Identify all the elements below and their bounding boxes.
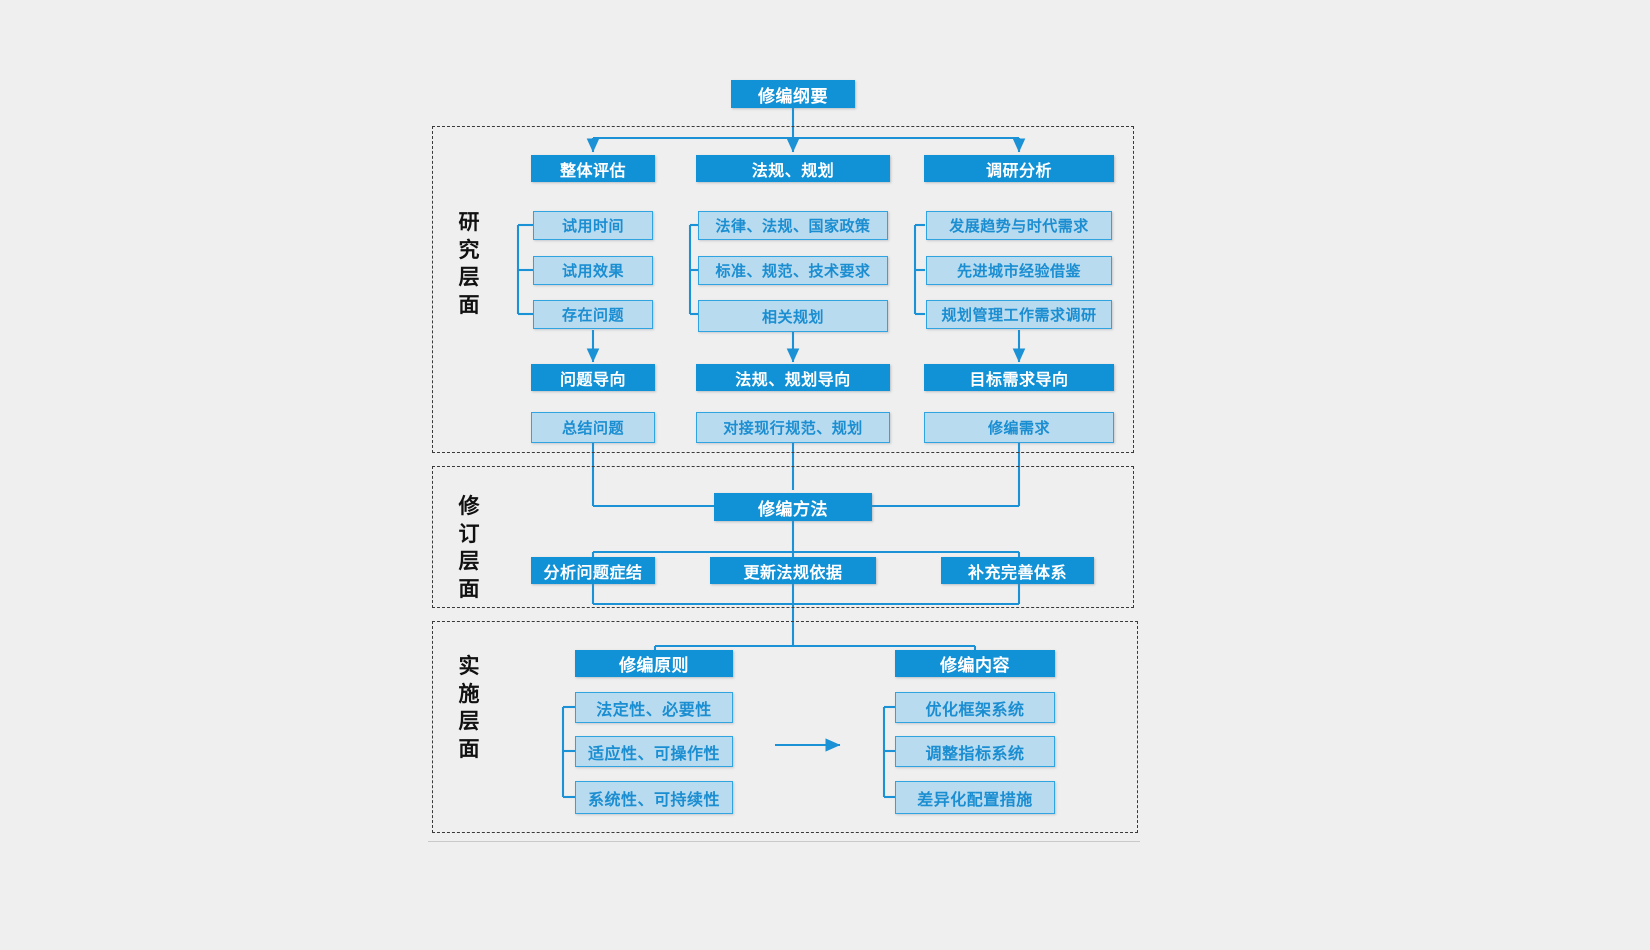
section-label-revision: 修订层面: [458, 494, 480, 602]
node-title-revision-outline[interactable]: 修编纲要: [731, 80, 855, 108]
section-label-research: 研究层面: [458, 210, 480, 318]
node-research-c1-outcome[interactable]: 总结问题: [531, 412, 655, 443]
node-principle-item-2[interactable]: 系统性、可持续性: [575, 781, 733, 814]
section-revision: [432, 466, 1134, 608]
node-header-overall-assessment[interactable]: 整体评估: [531, 155, 655, 182]
node-content-item-1[interactable]: 调整指标系统: [895, 736, 1055, 767]
bottom-divider: [428, 841, 1140, 842]
node-research-c3-item-2[interactable]: 规划管理工作需求调研: [926, 300, 1112, 329]
node-revision-item-0[interactable]: 分析问题症结: [531, 557, 655, 584]
node-research-c3-item-1[interactable]: 先进城市经验借鉴: [926, 256, 1112, 285]
node-content-item-2[interactable]: 差异化配置措施: [895, 781, 1055, 814]
node-header-regulations-planning[interactable]: 法规、规划: [696, 155, 890, 182]
node-research-c1-item-0[interactable]: 试用时间: [533, 211, 653, 240]
node-research-c2-orientation[interactable]: 法规、规划导向: [696, 364, 890, 391]
node-research-c1-item-1[interactable]: 试用效果: [533, 256, 653, 285]
node-research-c1-orientation[interactable]: 问题导向: [531, 364, 655, 391]
section-implementation: [432, 621, 1138, 833]
section-label-implementation: 实施层面: [458, 654, 480, 762]
node-research-c2-item-0[interactable]: 法律、法规、国家政策: [698, 211, 888, 240]
node-revision-item-1[interactable]: 更新法规依据: [710, 557, 876, 584]
section-research: [432, 126, 1134, 453]
node-research-c3-outcome[interactable]: 修编需求: [924, 412, 1114, 443]
node-research-c2-item-2[interactable]: 相关规划: [698, 300, 888, 332]
node-research-c2-outcome[interactable]: 对接现行规范、规划: [696, 412, 890, 443]
node-principle-item-0[interactable]: 法定性、必要性: [575, 692, 733, 723]
node-header-revision-principles[interactable]: 修编原则: [575, 650, 733, 677]
node-research-c1-item-2[interactable]: 存在问题: [533, 300, 653, 329]
node-header-revision-contents[interactable]: 修编内容: [895, 650, 1055, 677]
node-revision-item-2[interactable]: 补充完善体系: [941, 557, 1094, 584]
node-research-c3-orientation[interactable]: 目标需求导向: [924, 364, 1114, 391]
node-principle-item-1[interactable]: 适应性、可操作性: [575, 736, 733, 767]
node-research-c2-item-1[interactable]: 标准、规范、技术要求: [698, 256, 888, 285]
node-header-survey-analysis[interactable]: 调研分析: [924, 155, 1114, 182]
node-research-c3-item-0[interactable]: 发展趋势与时代需求: [926, 211, 1112, 240]
node-header-revision-method[interactable]: 修编方法: [714, 493, 872, 521]
node-content-item-0[interactable]: 优化框架系统: [895, 692, 1055, 723]
